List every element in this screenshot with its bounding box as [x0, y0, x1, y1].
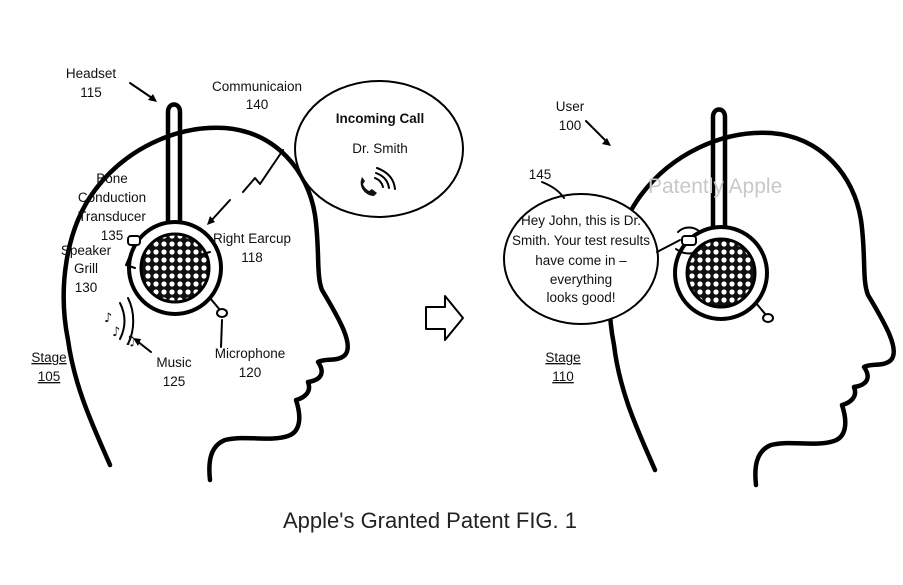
- bone-label-line1: Bone: [96, 171, 128, 186]
- right-leader-lines: [541, 120, 681, 253]
- right-speaker-grill: [685, 237, 757, 309]
- left-microphone: [209, 297, 228, 318]
- phone-icon: [360, 167, 396, 196]
- left-leader-lines: [125, 82, 284, 353]
- communication-number: 140: [246, 97, 269, 112]
- user-number: 100: [559, 118, 582, 133]
- right-earcup-number: 118: [241, 250, 263, 265]
- left-head-illustration: ♪ ♪ ♫: [61, 102, 351, 483]
- right-earcup-label: Right Earcup: [213, 231, 291, 246]
- incoming-call-title: Incoming Call: [336, 111, 425, 126]
- watermark: Patently Apple: [648, 175, 782, 198]
- stage2-label: Stage: [545, 350, 580, 365]
- speaker-label-line2: Grill: [74, 261, 98, 276]
- bone-number: 135: [101, 228, 124, 243]
- incoming-call-bubble: Incoming Call Dr. Smith: [294, 80, 464, 218]
- speech-line1: Hey John, this is Dr.: [521, 213, 641, 228]
- right-microphone: [755, 302, 774, 323]
- headset-number: 115: [80, 85, 102, 100]
- user-label: User: [556, 99, 585, 114]
- left-bone-transducer: [127, 235, 141, 246]
- speech-line3: have come in –: [535, 253, 627, 268]
- bubble-number: 145: [529, 167, 552, 182]
- speaker-label-line1: Speaker: [61, 243, 112, 258]
- microphone-number: 120: [239, 365, 262, 380]
- headset-label: Headset: [66, 66, 117, 81]
- music-note-icon: ♪ ♪ ♫: [104, 311, 136, 349]
- music-number: 125: [163, 374, 186, 389]
- right-arrow-icon: [425, 295, 464, 341]
- right-bone-transducer: [675, 226, 701, 255]
- music-label: Music: [156, 355, 192, 370]
- speech-line4: everything: [550, 272, 612, 287]
- stage1-number: 105: [38, 369, 61, 384]
- svg-text:♪: ♪: [104, 311, 112, 326]
- right-headband: [710, 107, 728, 248]
- left-labels: Headset 115 Communicaion 140 Bone Conduc…: [31, 66, 302, 389]
- microphone-label: Microphone: [215, 346, 286, 361]
- bone-label-line3: Transducer: [78, 209, 146, 224]
- svg-text:♪: ♪: [112, 325, 120, 340]
- right-labels: User 100 145 Stage 110: [529, 99, 585, 384]
- speech-bubble: Hey John, this is Dr. Smith. Your test r…: [503, 193, 659, 325]
- communication-label: Communicaion: [212, 79, 302, 94]
- left-headband: [165, 102, 183, 243]
- right-head-illustration: [607, 107, 897, 488]
- speaker-number: 130: [75, 280, 98, 295]
- speech-line5: looks good!: [546, 290, 615, 305]
- bone-label-line2: Conduction: [78, 190, 146, 205]
- stage2-number: 110: [552, 369, 574, 384]
- left-head-outline: [61, 125, 351, 483]
- left-speaker-grill: [139, 232, 211, 304]
- incoming-call-caller: Dr. Smith: [352, 141, 408, 156]
- figure-caption: Apple's Granted Patent FIG. 1: [283, 508, 577, 533]
- stage1-label: Stage: [31, 350, 66, 365]
- speech-line2: Smith. Your test results: [512, 233, 650, 248]
- svg-text:♫: ♫: [124, 334, 136, 349]
- sound-waves-icon: [119, 297, 135, 345]
